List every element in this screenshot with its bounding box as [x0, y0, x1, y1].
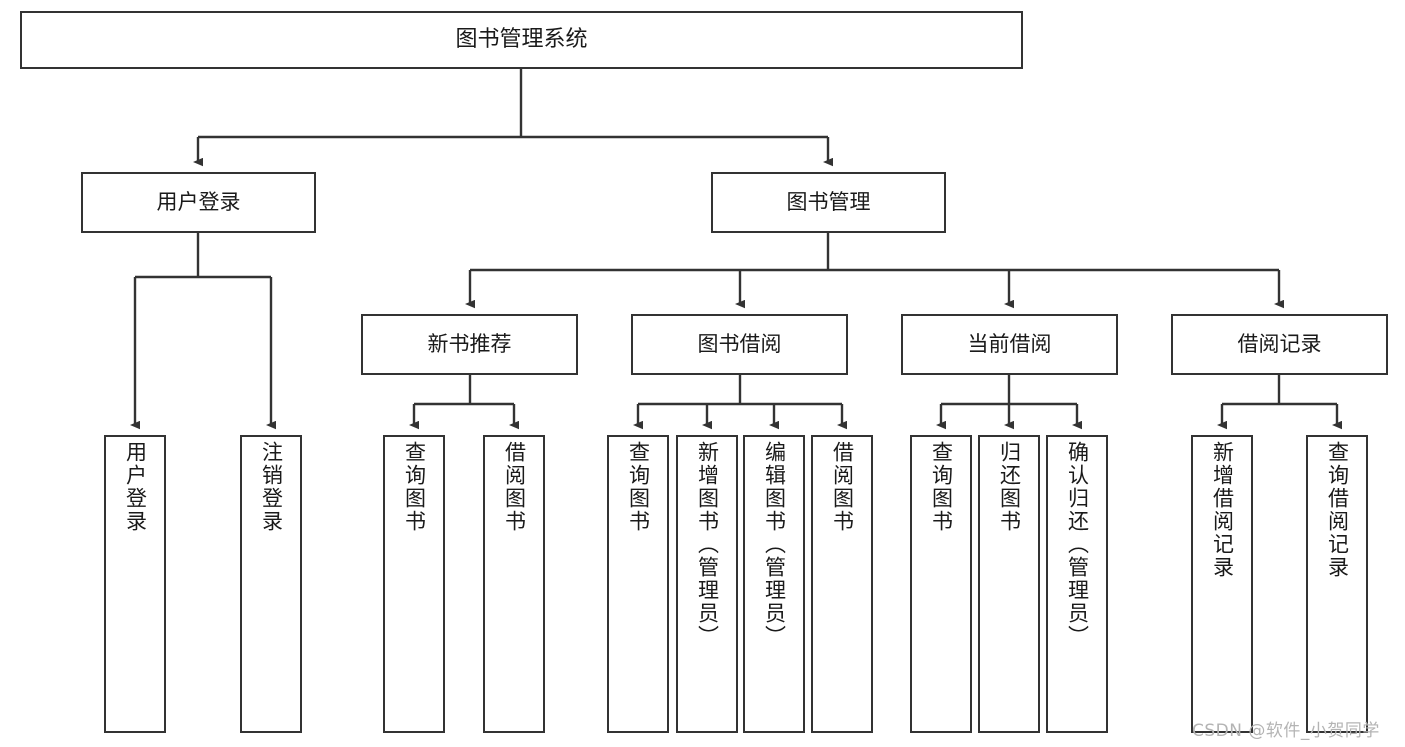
node-label: 借阅记录 [1237, 332, 1322, 357]
leaf-new-book-query[interactable]: 查询图书 [383, 435, 445, 733]
node-current-borrow[interactable]: 当前借阅 [901, 314, 1118, 375]
leaf-borrow-record-query[interactable]: 查询借阅记录 [1306, 435, 1368, 733]
leaf-new-book-borrow[interactable]: 借阅图书 [483, 435, 545, 733]
node-borrow-record[interactable]: 借阅记录 [1171, 314, 1388, 375]
leaf-user-login-login[interactable]: 用户登录 [104, 435, 166, 733]
node-label: 用户登录 [123, 441, 148, 533]
node-label: 新书推荐 [427, 332, 512, 357]
node-label: 注销登录 [259, 441, 284, 533]
node-label: 查询借阅记录 [1325, 441, 1350, 579]
node-label: 用户登录 [156, 190, 241, 215]
leaf-book-borrow-borrow[interactable]: 借阅图书 [811, 435, 873, 733]
node-label: 查询图书 [402, 441, 427, 533]
node-label: 借阅图书 [502, 441, 527, 533]
node-label: 查询图书 [626, 441, 651, 533]
leaf-book-borrow-query[interactable]: 查询图书 [607, 435, 669, 733]
node-label: 确认归还（管理员） [1065, 441, 1090, 648]
node-label: 图书管理 [786, 190, 871, 215]
watermark-text: CSDN @软件_小贺同学 [1192, 721, 1380, 741]
node-user-login[interactable]: 用户登录 [81, 172, 316, 233]
node-label: 借阅图书 [830, 441, 855, 533]
leaf-book-borrow-edit-admin[interactable]: 编辑图书（管理员） [743, 435, 805, 733]
node-label: 编辑图书（管理员） [762, 441, 787, 648]
node-label: 新增图书（管理员） [695, 441, 720, 648]
node-book-borrow[interactable]: 图书借阅 [631, 314, 848, 375]
node-label: 新增借阅记录 [1210, 441, 1235, 579]
leaf-borrow-record-add[interactable]: 新增借阅记录 [1191, 435, 1253, 733]
leaf-current-borrow-return[interactable]: 归还图书 [978, 435, 1040, 733]
node-root-book-management-system[interactable]: 图书管理系统 [20, 11, 1023, 69]
node-new-book-recommend[interactable]: 新书推荐 [361, 314, 578, 375]
leaf-user-login-logout[interactable]: 注销登录 [240, 435, 302, 733]
leaf-current-borrow-confirm-return-admin[interactable]: 确认归还（管理员） [1046, 435, 1108, 733]
leaf-book-borrow-add-admin[interactable]: 新增图书（管理员） [676, 435, 738, 733]
leaf-current-borrow-query[interactable]: 查询图书 [910, 435, 972, 733]
node-label: 查询图书 [929, 441, 954, 533]
node-label: 图书借阅 [697, 332, 782, 357]
node-label: 当前借阅 [967, 332, 1052, 357]
node-book-management[interactable]: 图书管理 [711, 172, 946, 233]
node-label: 归还图书 [997, 441, 1022, 533]
node-label: 图书管理系统 [455, 27, 588, 53]
